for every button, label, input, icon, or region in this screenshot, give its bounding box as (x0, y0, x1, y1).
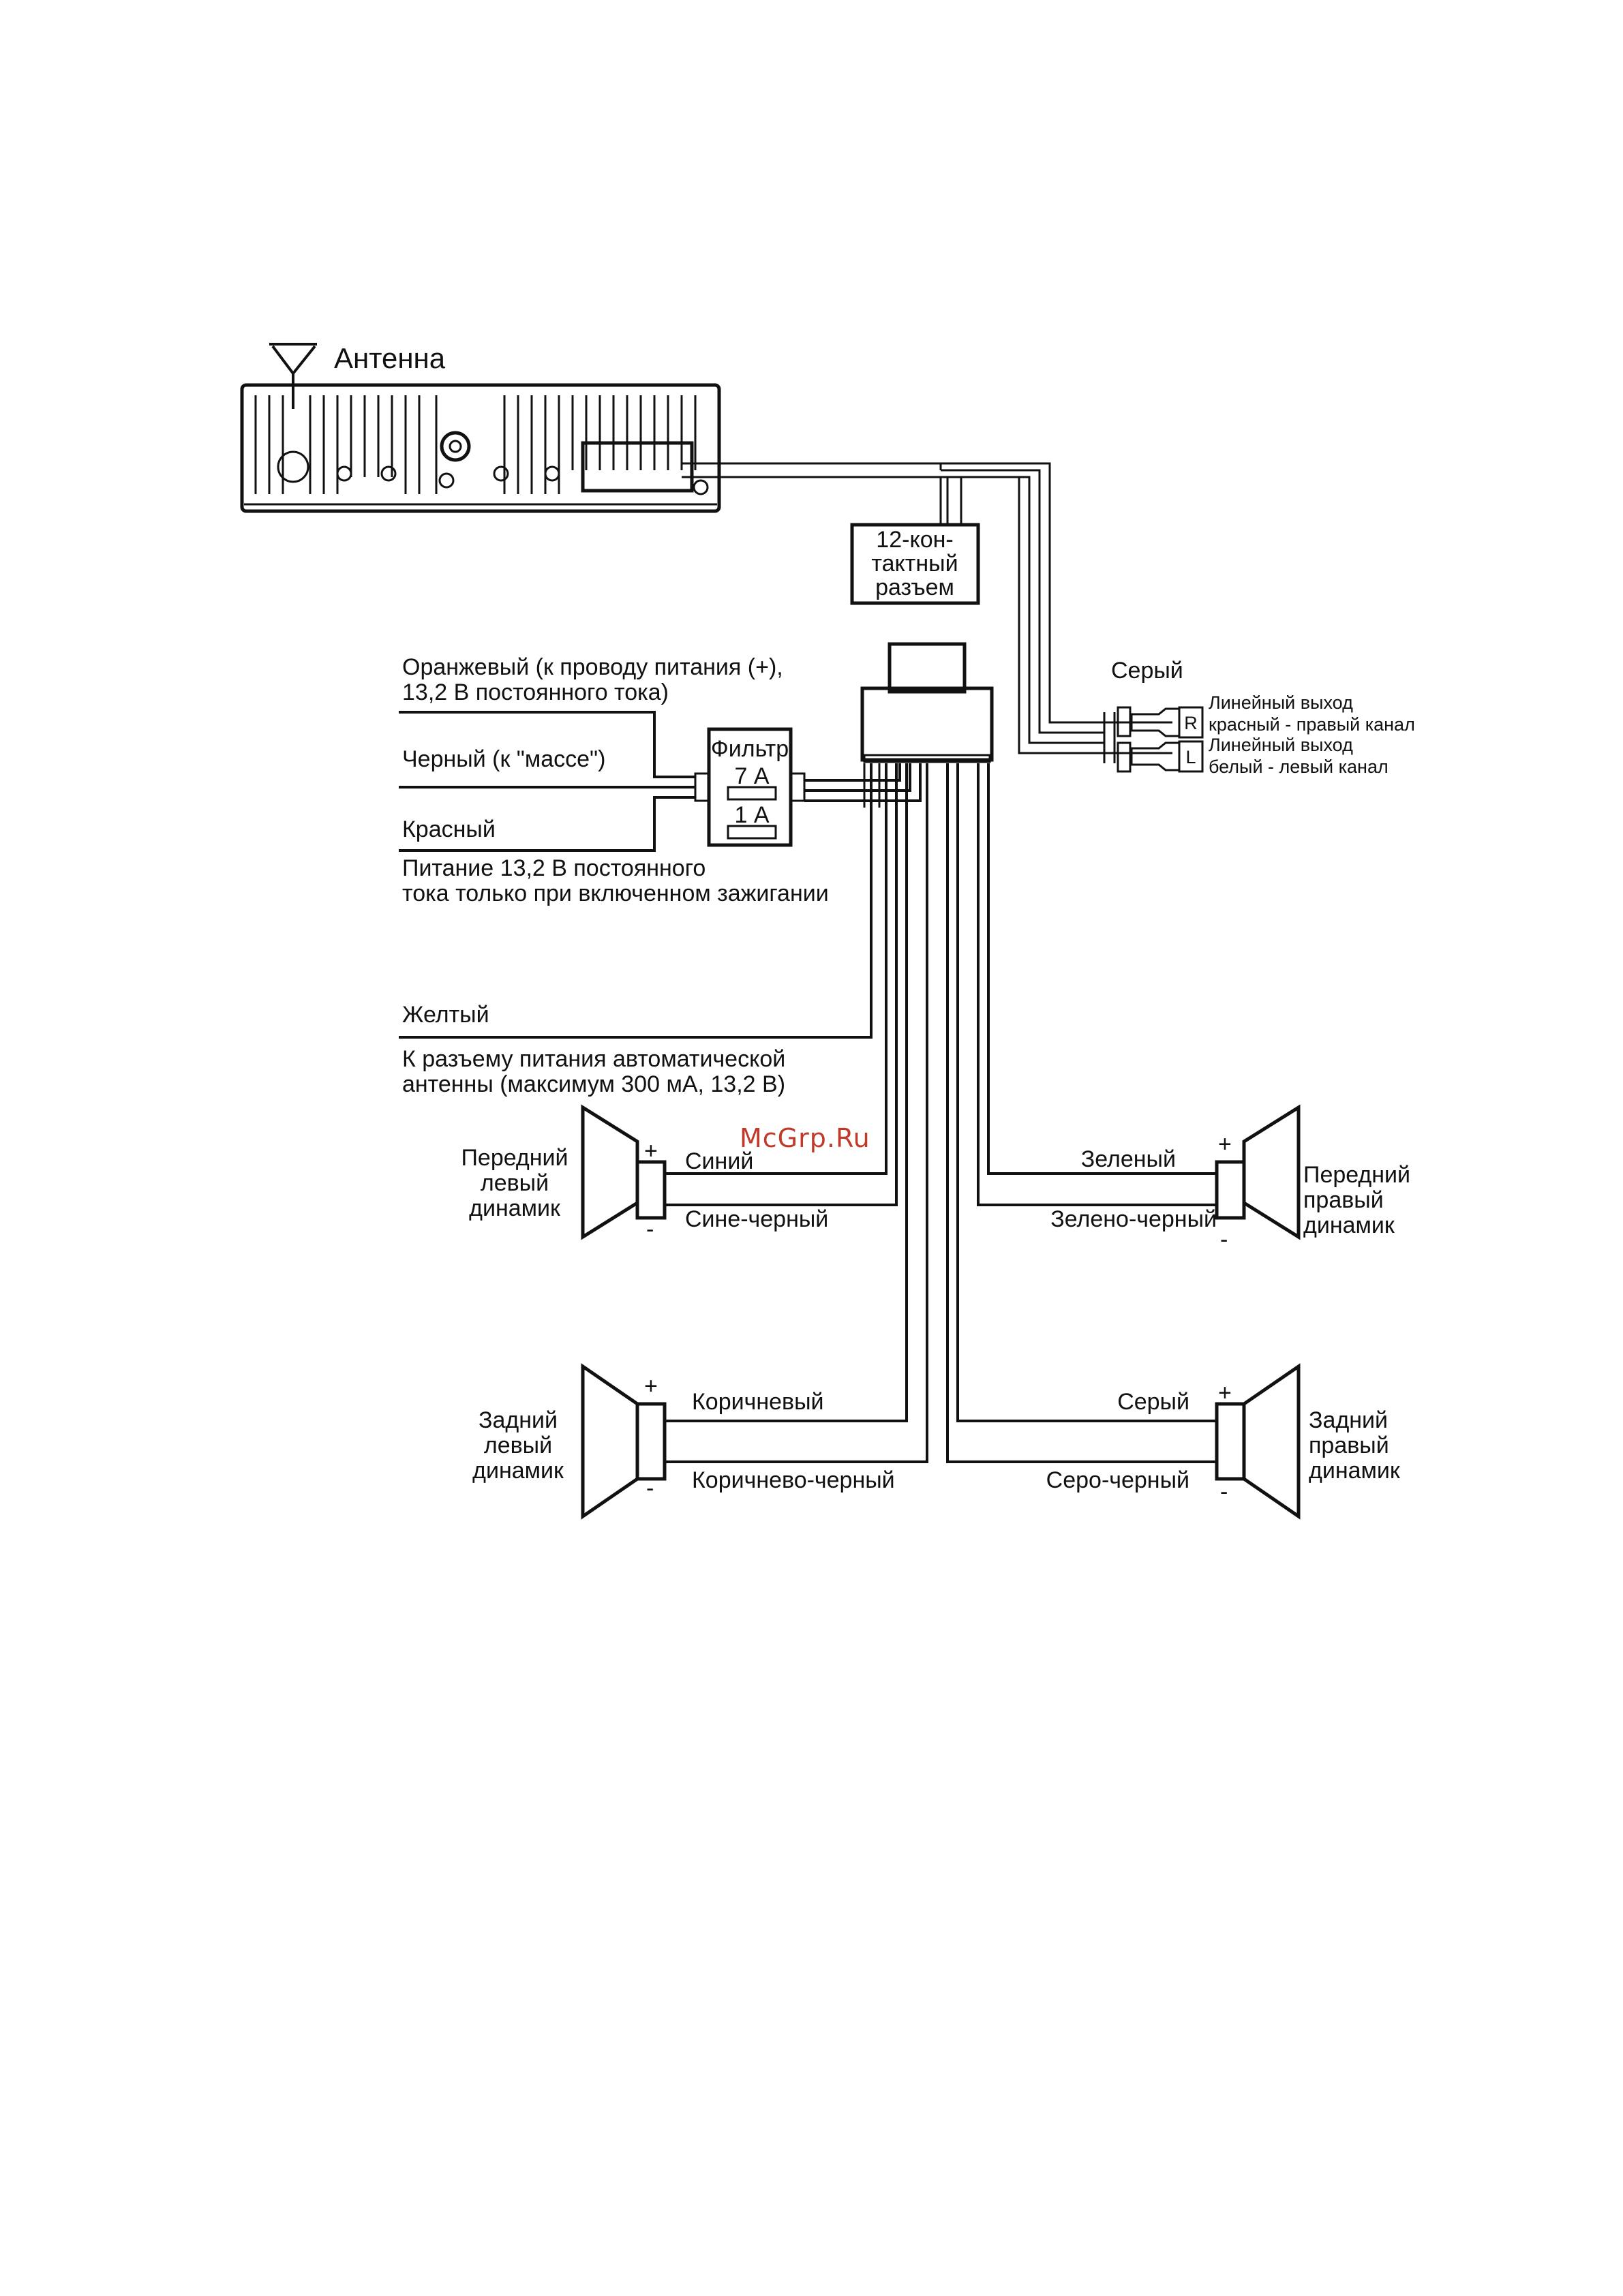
rear-right-label-line1: Задний (1309, 1407, 1388, 1433)
front-right-label-line3: динамик (1303, 1212, 1395, 1238)
rear-left-minus: - (646, 1475, 654, 1501)
front-left-label-line1: Передний (461, 1145, 568, 1171)
rear-left-wire-minus-label: Коричнево-черный (692, 1467, 895, 1493)
connector-label-line1: 12-кон- (876, 527, 953, 553)
connector-label-line2: тактный (871, 551, 958, 577)
line-out-left-line1: Линейный выход (1209, 735, 1353, 755)
ignition-note-line2: тока только при включенном зажигании (402, 881, 829, 906)
front-right-label-line1: Передний (1303, 1162, 1410, 1188)
filter-title: Фильтр (711, 736, 789, 762)
front-left-minus: - (646, 1216, 654, 1242)
rca-left-plug-letter: L (1185, 747, 1196, 767)
front-right-minus: - (1220, 1227, 1228, 1253)
rear-right-wire-plus-label: Серый (1117, 1389, 1189, 1415)
yellow-wire-desc-line2: антенны (максимум 300 мА, 13,2 В) (402, 1071, 785, 1097)
head-unit-rear-panel (240, 383, 721, 513)
rear-right-minus: - (1220, 1479, 1228, 1505)
rear-right-label-line3: динамик (1309, 1458, 1401, 1484)
rear-left-label-line1: Задний (479, 1407, 558, 1433)
harness-block (860, 642, 994, 763)
left-speaker-wires (665, 763, 928, 1463)
front-left-label-line2: левый (481, 1170, 549, 1196)
rear-right-speaker-icon (1215, 1363, 1301, 1520)
rear-right-plus: + (1218, 1380, 1232, 1406)
rca-plugs (1103, 706, 1204, 773)
main-harness-cable (682, 462, 1104, 754)
front-left-plus: + (644, 1138, 658, 1164)
fuse-1a-label: 1 А (734, 802, 769, 828)
rear-right-label-line2: правый (1309, 1433, 1389, 1458)
yellow-wire-label: Желтый (402, 1002, 489, 1028)
line-out-cable-label: Серый (1111, 658, 1183, 684)
rear-left-wire-plus-label: Коричневый (692, 1389, 824, 1415)
front-right-label-line2: правый (1303, 1187, 1384, 1213)
orange-wire-label-line1: Оранжевый (к проводу питания (+), (402, 654, 783, 680)
front-right-wire-minus-label: Зелено-черный (1050, 1206, 1217, 1232)
front-right-wire-plus-label: Зеленый (1081, 1146, 1176, 1172)
right-speaker-wires (946, 763, 1217, 1463)
antenna-icon (269, 343, 317, 409)
ignition-note-line1: Питание 13,2 В постоянного (402, 855, 706, 881)
rca-right-plug-letter: R (1184, 713, 1198, 733)
line-out-right-line1: Линейный выход (1209, 692, 1353, 713)
front-right-speaker-icon (1215, 1104, 1301, 1240)
watermark: McGrp.Ru (740, 1123, 870, 1153)
orange-wire-label-line2: 13,2 В постоянного тока) (402, 679, 669, 705)
yellow-wire-desc-line1: К разъему питания автоматической (402, 1046, 785, 1072)
black-wire-label: Черный (к "массе") (402, 746, 605, 772)
line-out-left-line2: белый - левый канал (1209, 756, 1389, 777)
12-pin-connector (850, 523, 980, 605)
connector-label-line3: разъем (875, 575, 954, 600)
red-wire-label: Красный (402, 816, 496, 842)
rear-left-speaker-icon (581, 1363, 667, 1520)
rear-left-label-line2: левый (484, 1433, 552, 1458)
front-left-wire-plus-label: Синий (685, 1148, 753, 1174)
front-right-plus: + (1218, 1131, 1232, 1157)
line-out-right-line2: красный - правый канал (1209, 714, 1415, 735)
front-left-wire-minus-label: Сине-черный (685, 1206, 828, 1232)
filter-box (707, 727, 806, 847)
rear-right-wire-minus-label: Серо-черный (1046, 1467, 1189, 1493)
fuse-7a-label: 7 А (734, 763, 769, 789)
rear-left-plus: + (644, 1373, 658, 1399)
yellow-wire (399, 763, 873, 1039)
front-left-label-line3: динамик (469, 1195, 561, 1221)
front-left-speaker-icon (581, 1104, 667, 1240)
rear-left-label-line3: динамик (472, 1458, 564, 1484)
filter-to-harness-wires (804, 763, 922, 808)
antenna-label: Антенна (334, 342, 446, 374)
